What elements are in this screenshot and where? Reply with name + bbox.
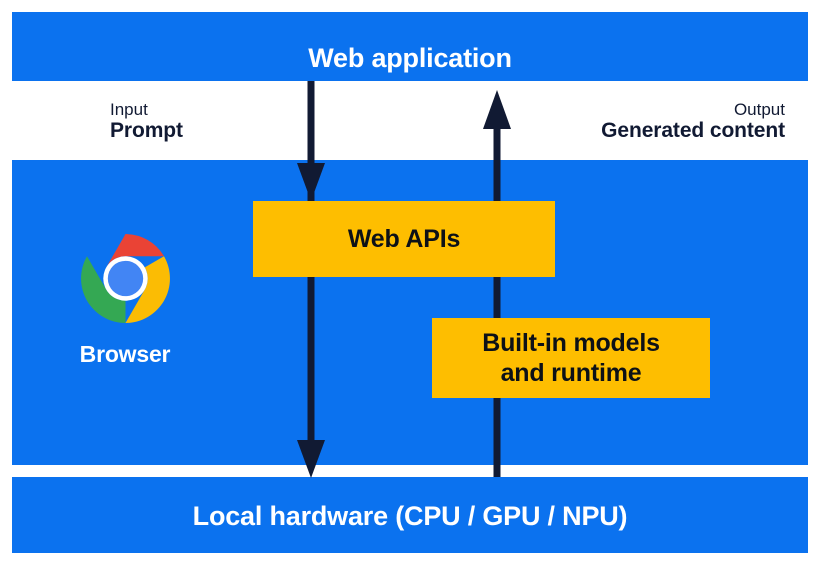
flow-label-input-value: Prompt [110,119,183,143]
box-builtin-models-label-line1: Built-in models [482,328,660,357]
flow-label-output-value: Generated content [601,119,785,143]
band-local-hardware-label: Local hardware (CPU / GPU / NPU) [192,501,628,531]
flow-label-output: Output Generated content [601,100,785,143]
box-web-apis-label: Web APIs [347,224,461,253]
band-web-application-label: Web application [308,43,512,73]
band-browser-label: Browser [79,341,171,367]
box-builtin-models[interactable]: Built-in models and runtime [432,318,710,398]
chrome-logo-icon [80,234,170,323]
flow-label-input: Input Prompt [110,100,183,143]
box-builtin-models-label-line2: and runtime [500,359,642,387]
box-web-apis[interactable]: Web APIs [253,201,555,277]
flow-label-output-kind: Output [733,100,785,119]
band-web-application: Web application [12,12,808,81]
flow-label-input-kind: Input [110,100,148,119]
browser-group: Browser [60,230,190,368]
band-local-hardware: Local hardware (CPU / GPU / NPU) [12,477,808,553]
